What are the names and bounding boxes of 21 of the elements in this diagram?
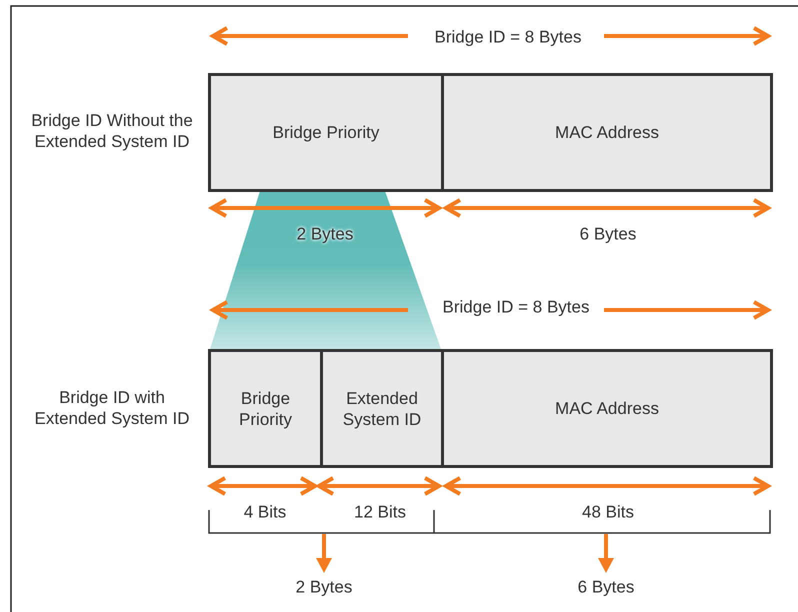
field-box (320, 349, 444, 468)
dimension-label: 2 Bytes (296, 224, 354, 244)
dimension-label: 2 Bytes (296, 576, 352, 598)
field-label: Bridge Priority (238, 388, 293, 430)
row-label: Bridge ID Without the Extended System ID (30, 110, 194, 152)
dimension-label: Bridge ID = 8 Bytes (442, 296, 590, 318)
field-box (441, 349, 773, 468)
dimension-label: 6 Bytes (580, 224, 636, 244)
dimension-label: 48 Bits (582, 502, 634, 522)
field-label: MAC Address (555, 122, 659, 143)
field-box (208, 349, 323, 468)
field-label: Extended System ID (342, 388, 422, 430)
field-label: Bridge Priority (272, 122, 380, 143)
field-box (208, 73, 444, 192)
row-label: Bridge ID with Extended System ID (34, 387, 190, 429)
field-label: MAC Address (555, 398, 659, 419)
field-box (441, 73, 773, 192)
dimension-label: 12 Bits (354, 502, 406, 522)
dimension-label: 4 Bits (244, 502, 286, 522)
dimension-label: Bridge ID = 8 Bytes (434, 26, 582, 48)
dimension-label: 6 Bytes (578, 576, 634, 598)
